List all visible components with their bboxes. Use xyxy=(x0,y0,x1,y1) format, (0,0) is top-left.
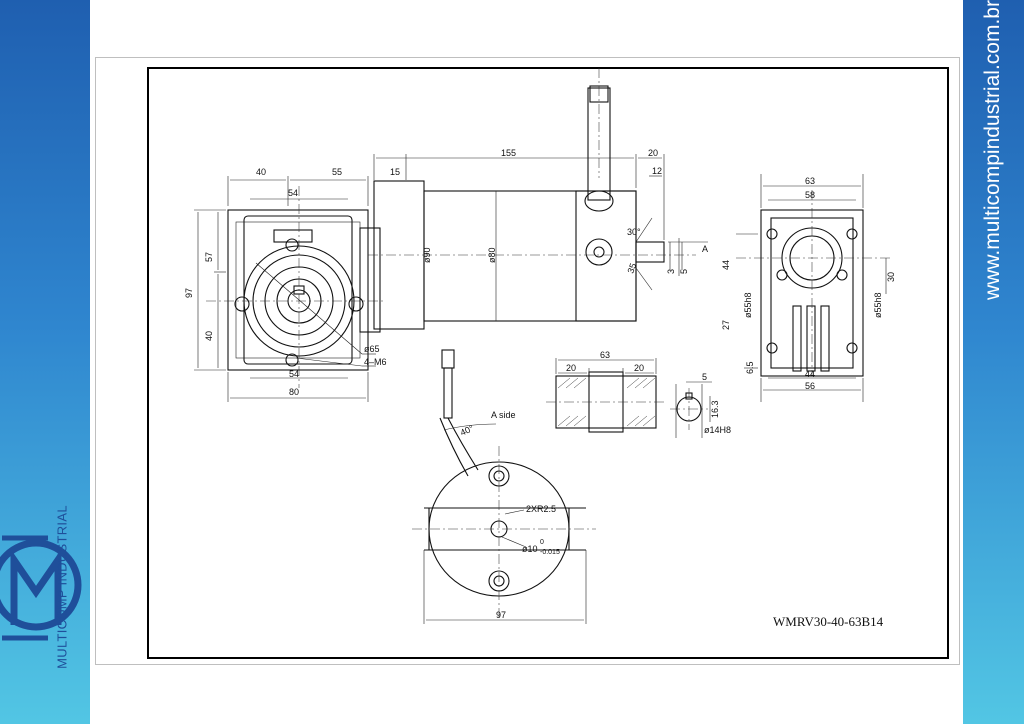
dim-3: 3 xyxy=(666,269,676,274)
dim-16-3: 16.3 xyxy=(710,400,720,418)
dim-35: 35 xyxy=(625,262,638,275)
dim-d65: ø65 xyxy=(364,344,380,354)
end-tol-lower: -0.015 xyxy=(540,549,560,556)
right-brand-band xyxy=(963,0,1024,724)
key-view: 5 16.3 ø14H8 xyxy=(670,372,731,438)
dim-30deg: 30° xyxy=(627,227,641,237)
end-dim-97: 97 xyxy=(496,610,506,620)
dim-44-bottom: 44 xyxy=(805,369,815,379)
dim-d90: ø90 xyxy=(422,247,432,263)
dim-80: 80 xyxy=(289,387,299,397)
website-url: www.multicompindustrial.com.br xyxy=(981,0,1004,300)
dim-12: 12 xyxy=(652,166,662,176)
end-a-side: A side xyxy=(491,410,516,420)
dim-15: 15 xyxy=(390,167,400,177)
dim-d14h8: ø14H8 xyxy=(704,425,731,435)
dim-57: 57 xyxy=(204,252,214,262)
shaft-view: 63 20 20 xyxy=(546,350,666,433)
dim-27: 27 xyxy=(721,320,731,330)
dim-97: 97 xyxy=(184,288,194,298)
dim-54-top: 54 xyxy=(288,188,298,198)
dim-d55h8-left: ø55h8 xyxy=(743,292,753,318)
dim-5: 5 xyxy=(679,269,689,274)
dim-4-m6: 4–M6 xyxy=(364,357,387,367)
end-tol-upper: 0 xyxy=(540,539,544,546)
dim-44-left: 44 xyxy=(721,260,731,270)
technical-drawing: 40 55 54 97 57 40 ø65 4–M6 54 80 xyxy=(147,67,949,659)
technical-drawing-frame: 40 55 54 97 57 40 ø65 4–M6 54 80 xyxy=(95,57,960,665)
gearbox-front-view: 40 55 54 97 57 40 ø65 4–M6 54 80 xyxy=(184,167,387,402)
dim-54-bottom: 54 xyxy=(289,369,299,379)
dim-key-5: 5 xyxy=(702,372,707,382)
dim-40-top: 40 xyxy=(256,167,266,177)
dim-20-left: 20 xyxy=(566,363,576,373)
end-2xr2-5: 2XR2.5 xyxy=(526,504,556,514)
dim-20: 20 xyxy=(648,148,658,158)
dim-63-shaft: 63 xyxy=(600,350,610,360)
dim-d55h8-right: ø55h8 xyxy=(873,292,883,318)
end-bore: ø10 xyxy=(522,544,538,554)
company-name: MULTICOMP INDUSTRIAL xyxy=(54,505,70,669)
dim-56: 56 xyxy=(805,381,815,391)
motor-side-view: 15 155 20 12 ø90 ø80 30° A 35 3 5 xyxy=(359,68,708,333)
multicomp-logo-icon xyxy=(0,535,82,641)
dim-a-label: A xyxy=(702,244,708,254)
dim-30: 30 xyxy=(886,272,896,282)
dim-6-5: 6.5 xyxy=(745,361,755,374)
gearbox-side-view: 63 58 44 30 ø55h8 ø55h8 27 6.5 44 56 xyxy=(721,174,896,402)
dim-20-right: 20 xyxy=(634,363,644,373)
dim-d80: ø80 xyxy=(487,247,497,263)
model-label: WMRV30-40-63B14 xyxy=(773,614,884,629)
dim-63-top: 63 xyxy=(805,176,815,186)
dim-58: 58 xyxy=(805,190,815,200)
dim-40-left: 40 xyxy=(204,331,214,341)
dim-55: 55 xyxy=(332,167,342,177)
dim-155: 155 xyxy=(501,148,516,158)
motor-end-view: A side 40° 2XR2.5 ø10 0 -0.015 97 xyxy=(412,349,596,624)
